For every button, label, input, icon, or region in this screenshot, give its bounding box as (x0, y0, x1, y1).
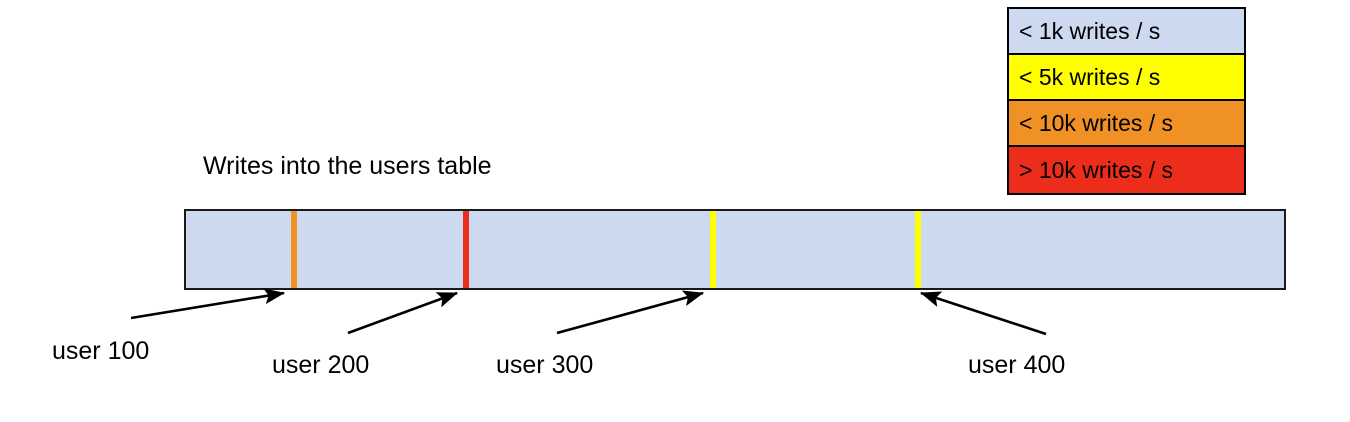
legend-label-lt-1k: < 1k writes / s (1019, 17, 1161, 44)
legend-label-lt-10k: < 10k writes / s (1019, 109, 1174, 136)
legend-label-gt-10k: > 10k writes / s (1019, 156, 1174, 183)
chart-title: Writes into the users table (203, 152, 492, 180)
legend-row-gt-10k: > 10k writes / s (1009, 147, 1244, 193)
user-400-label: user 400 (968, 351, 1066, 379)
user-300-arrow (556, 290, 705, 335)
user-200-stripe (463, 211, 469, 288)
user-300-label: user 300 (496, 351, 594, 379)
user-200-arrow (347, 291, 458, 335)
user-400-stripe (915, 211, 921, 288)
legend-row-lt-1k: < 1k writes / s (1009, 9, 1244, 55)
user-100-arrow (130, 288, 286, 320)
user-400-arrow (920, 291, 1047, 336)
user-200-label: user 200 (272, 351, 370, 379)
write-rate-legend: < 1k writes / s < 5k writes / s < 10k wr… (1007, 7, 1246, 195)
legend-row-lt-5k: < 5k writes / s (1009, 55, 1244, 101)
user-300-stripe (710, 211, 716, 288)
user-100-label: user 100 (52, 337, 150, 365)
users-table-keyspace-bar (184, 209, 1286, 290)
legend-label-lt-5k: < 5k writes / s (1019, 63, 1161, 90)
legend-row-lt-10k: < 10k writes / s (1009, 101, 1244, 147)
user-100-stripe (291, 211, 297, 288)
